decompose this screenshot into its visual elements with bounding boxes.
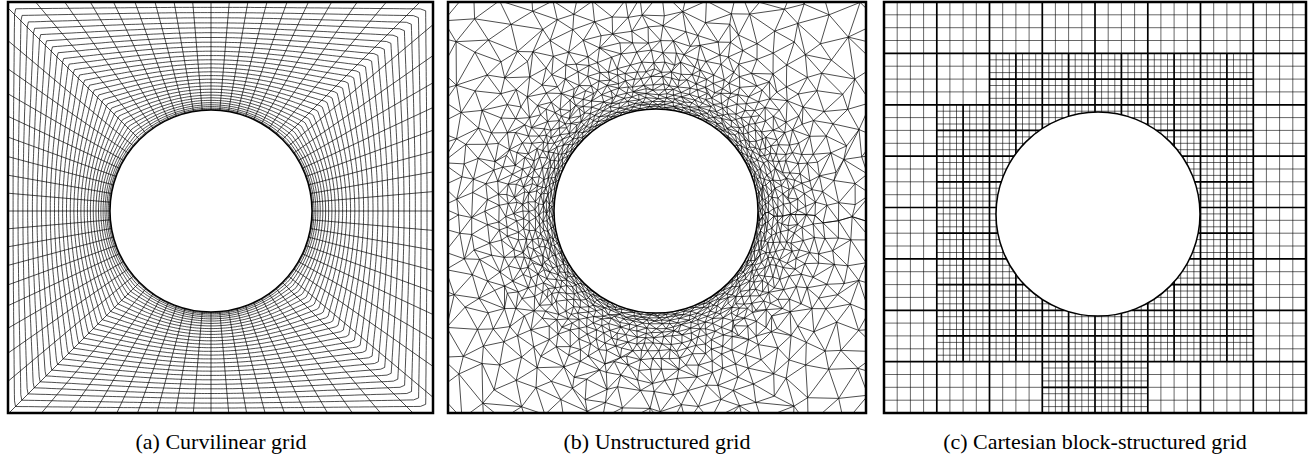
- cylinder: [110, 110, 312, 312]
- panel-caption: (b) Unstructured grid: [564, 429, 751, 455]
- panel-frame: [884, 2, 1306, 413]
- cylinder: [996, 112, 1200, 316]
- curvilinear-mesh: [8, 2, 433, 413]
- unstructured-mesh: [448, 2, 866, 413]
- cylinder: [554, 109, 758, 313]
- panel-frame: [448, 2, 866, 413]
- panel-caption: (c) Cartesian block-structured grid: [943, 429, 1247, 455]
- panel-frame: [8, 2, 433, 413]
- panel-caption: (a) Curvilinear grid: [135, 429, 306, 455]
- block-outlines: [884, 2, 1306, 413]
- cartesian-cells: [884, 2, 1306, 413]
